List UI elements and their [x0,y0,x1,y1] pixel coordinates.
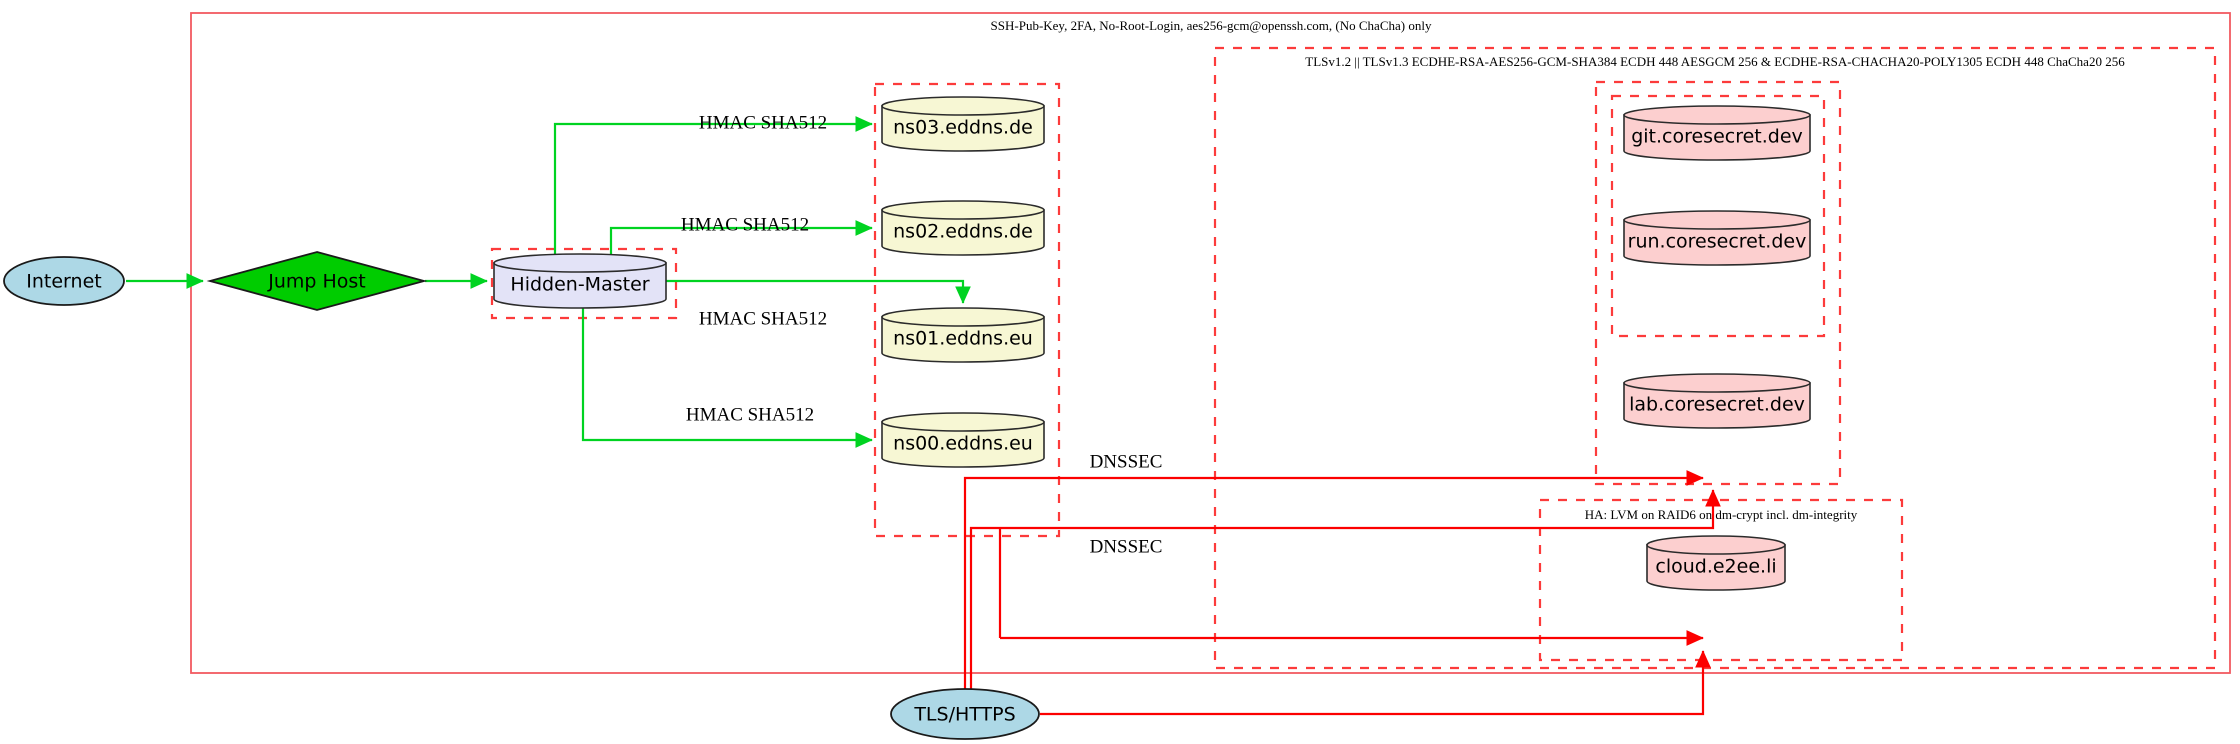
edge-label-hmac-ns02: HMAC SHA512 [681,214,809,235]
edge-tlshttps-to-ha-cluster [1040,650,1711,716]
node-hidden-master-label: Hidden-Master [510,274,649,296]
node-ns00-label: ns00.eddns.eu [893,433,1033,455]
edge-tlshttps-to-app-cluster [963,470,1704,689]
node-run-coresecret-label: run.coresecret.dev [1628,231,1807,253]
node-lab-coresecret-label: lab.coresecret.dev [1629,394,1805,416]
node-ns02[interactable]: ns02.eddns.de [881,200,1045,256]
cluster-ha [1538,498,1904,662]
node-ns00[interactable]: ns00.eddns.eu [881,412,1045,468]
node-git-coresecret[interactable]: git.coresecret.dev [1623,105,1811,161]
cluster-app-inner [1610,94,1826,338]
node-lab-coresecret[interactable]: lab.coresecret.dev [1623,373,1811,429]
edge-label-hmac-ns00: HMAC SHA512 [686,404,814,425]
node-ns03-label: ns03.eddns.de [893,117,1033,139]
node-ns01-label: ns01.eddns.eu [893,328,1033,350]
edge-label-dnssec-lower: DNSSEC [1090,536,1163,557]
cluster-ha-label: HA: LVM on RAID6 on dm-crypt incl. dm-in… [1585,507,1858,522]
node-jumphost-label: Jump Host [267,271,366,293]
node-run-coresecret[interactable]: run.coresecret.dev [1623,210,1811,266]
edge-hidden-master-to-ns03 [553,116,873,255]
node-internet-label: Internet [26,271,101,293]
edge-hidden-master-to-ns02 [609,220,873,255]
node-ns01[interactable]: ns01.eddns.eu [881,307,1045,363]
cluster-tls-policy-label: TLSv1.2 || TLSv1.3 ECDHE-RSA-AES256-GCM-… [1305,54,2125,69]
node-git-coresecret-label: git.coresecret.dev [1631,126,1803,148]
node-tls-https[interactable]: TLS/HTTPS [890,688,1040,740]
edge-tlshttps-riser-app [969,489,1721,689]
node-cloud-e2ee-label: cloud.e2ee.li [1655,556,1776,578]
node-ns02-label: ns02.eddns.de [893,221,1033,243]
edge-label-dnssec-upper: DNSSEC [1090,451,1163,472]
edge-hidden-master-to-ns01 [666,279,971,304]
node-internet[interactable]: Internet [3,256,125,306]
edge-hidden-master-to-ns00 [581,308,873,448]
node-hidden-master[interactable]: Hidden-Master [493,253,667,309]
cluster-ssh-policy-label: SSH-Pub-Key, 2FA, No-Root-Login, aes256-… [991,18,1432,33]
node-jumphost[interactable]: Jump Host [206,251,428,311]
node-cloud-e2ee[interactable]: cloud.e2ee.li [1646,535,1786,591]
node-tls-https-label: TLS/HTTPS [913,704,1015,726]
cluster-dns [873,82,1061,538]
edge-label-hmac-ns03: HMAC SHA512 [699,112,827,133]
node-ns03[interactable]: ns03.eddns.de [881,96,1045,152]
edge-label-hmac-ns01: HMAC SHA512 [699,308,827,329]
cluster-ssh-policy [190,12,2231,674]
